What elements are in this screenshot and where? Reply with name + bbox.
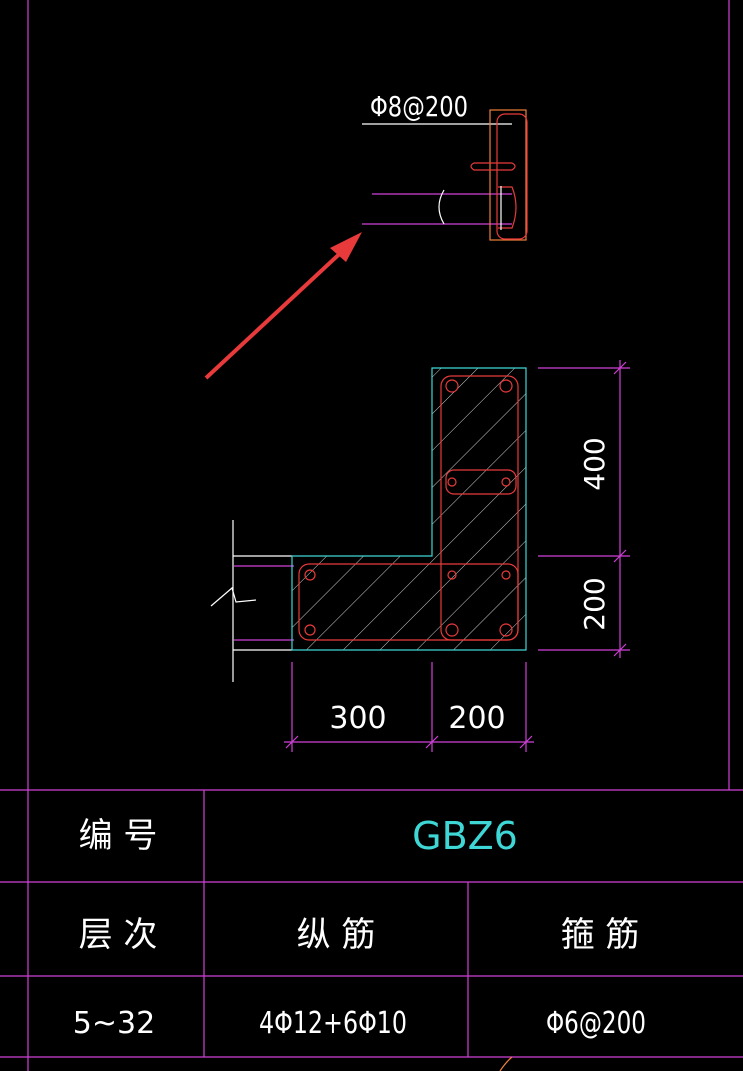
rebar-bar <box>445 379 459 393</box>
detail-hook-mid <box>470 162 516 171</box>
stirrup-label: Φ8@200 <box>370 90 468 123</box>
rebar-bar <box>447 570 457 580</box>
table-level-value: 5~32 <box>73 1006 155 1041</box>
rebar-bars <box>304 379 513 637</box>
rebar-bar <box>501 570 511 580</box>
detail-hook-low <box>498 186 517 229</box>
dimension-horizontal: 300 200 <box>284 662 534 752</box>
dim-300: 300 <box>329 701 386 736</box>
rebar-table: 编 号 GBZ6 层 次 纵 筋 箍 筋 5~32 4Φ12+6Φ10 Φ6@2… <box>0 790 743 1071</box>
table-stirrup-value: Φ6@200 <box>546 1006 646 1041</box>
detail-wall-edge <box>489 109 527 241</box>
rebar-bar <box>447 477 457 487</box>
dim-200-horizontal: 200 <box>448 701 505 736</box>
rebar-bar <box>499 379 513 393</box>
break-symbol <box>210 586 257 607</box>
table-longitudinal-value: 4Φ12+6Φ10 <box>259 1006 407 1041</box>
dimension-vertical: 400 200 <box>538 360 630 658</box>
rebar-bar <box>501 477 511 487</box>
stirrup-horizontal <box>298 563 519 641</box>
rebar-bar <box>304 624 316 636</box>
detail-c-hook <box>438 189 445 225</box>
rebar-bar <box>445 623 459 637</box>
table-id-label: 编 号 <box>79 816 158 856</box>
rebar-bar <box>499 623 513 637</box>
dim-200-vertical: 200 <box>578 577 611 630</box>
table-longitudinal-header: 纵 筋 <box>297 915 376 955</box>
table-level-header: 层 次 <box>79 915 158 955</box>
red-arrow <box>204 232 362 380</box>
dim-400: 400 <box>578 437 611 490</box>
detail-stirrup-outline <box>496 113 528 240</box>
rebar-bar <box>304 569 316 581</box>
tie-middle <box>445 469 517 495</box>
table-id-value: GBZ6 <box>412 814 518 858</box>
column-section <box>210 367 527 682</box>
stirrup-detail: Φ8@200 <box>362 90 528 241</box>
table-stirrup-header: 箍 筋 <box>561 915 640 955</box>
concrete-section <box>291 367 527 651</box>
